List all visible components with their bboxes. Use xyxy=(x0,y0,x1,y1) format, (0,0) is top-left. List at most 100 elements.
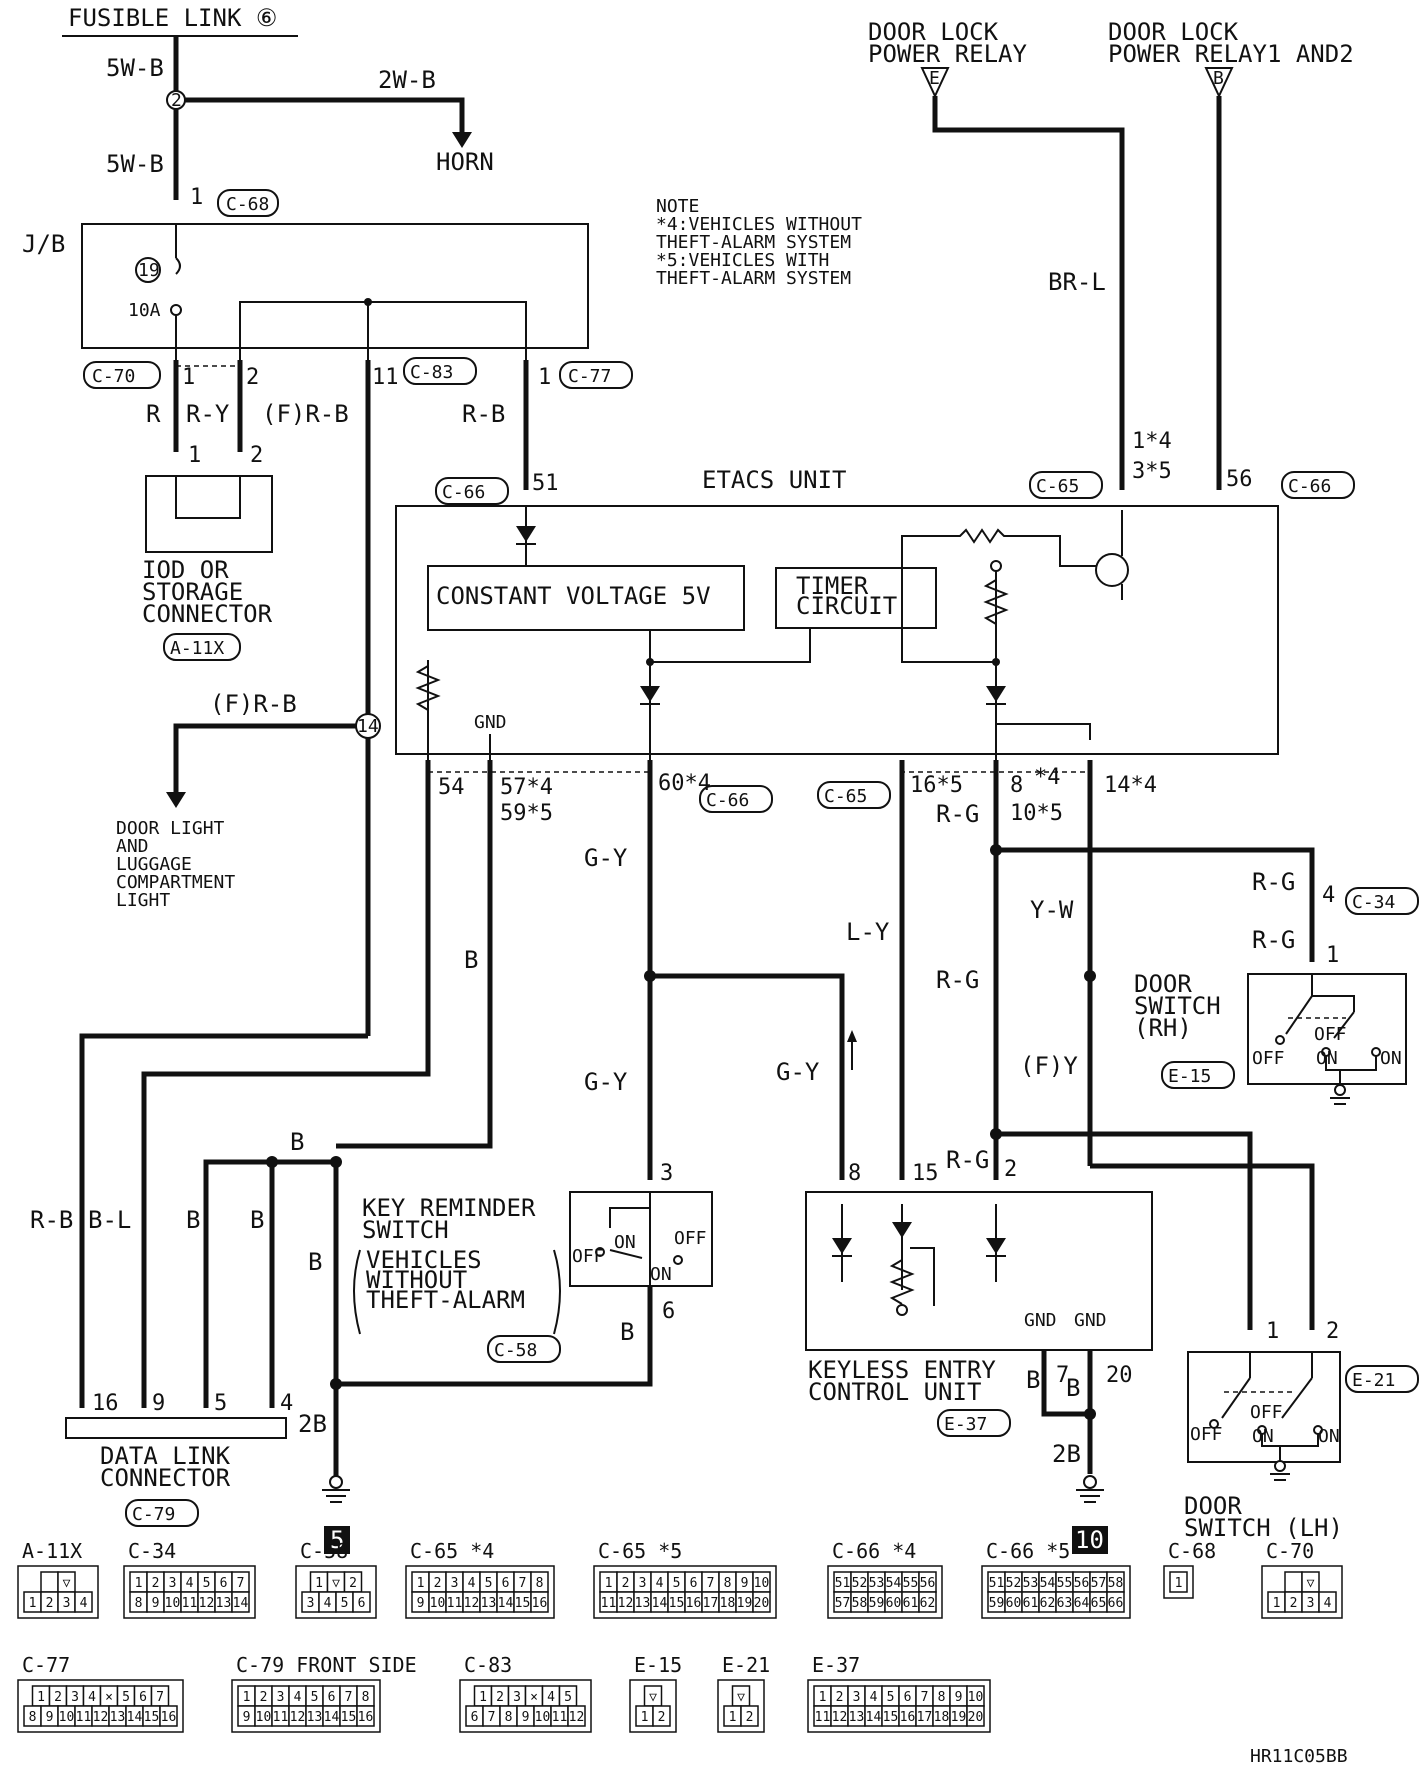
svg-text:7: 7 xyxy=(156,1690,164,1705)
svg-text:10: 10 xyxy=(754,1576,770,1591)
svg-text:7: 7 xyxy=(237,1576,245,1591)
svg-text:9: 9 xyxy=(417,1596,425,1611)
wire-b-net: B xyxy=(290,1128,304,1156)
svg-text:3: 3 xyxy=(451,1576,459,1591)
svg-text:12: 12 xyxy=(93,1710,109,1725)
svg-text:6: 6 xyxy=(904,1690,912,1705)
svg-text:3*5: 3*5 xyxy=(1132,459,1172,484)
svg-text:C-34: C-34 xyxy=(128,1539,176,1563)
svg-text:51: 51 xyxy=(835,1576,851,1591)
svg-text:54: 54 xyxy=(1040,1576,1056,1591)
svg-text:13: 13 xyxy=(216,1596,232,1611)
svg-text:C-65 *5: C-65 *5 xyxy=(598,1539,682,1563)
svg-text:1: 1 xyxy=(315,1576,323,1591)
svg-text:6: 6 xyxy=(502,1576,510,1591)
svg-text:4: 4 xyxy=(324,1596,332,1611)
svg-text:16: 16 xyxy=(686,1596,702,1611)
svg-text:10*5: 10*5 xyxy=(1010,801,1063,826)
svg-text:3: 3 xyxy=(307,1596,315,1611)
svg-text:19: 19 xyxy=(951,1710,967,1725)
svg-text:C-79 FRONT SIDE: C-79 FRONT SIDE xyxy=(236,1653,417,1677)
keyless-gnd-2: GND xyxy=(1074,1310,1107,1331)
wire-rg1: R-G xyxy=(936,800,979,828)
svg-text:16: 16 xyxy=(161,1710,177,1725)
wire-b-4: B xyxy=(250,1206,264,1234)
svg-text:59*5: 59*5 xyxy=(500,801,553,826)
wire-2b-right: 2B xyxy=(1052,1440,1081,1468)
svg-text:5: 5 xyxy=(203,1576,211,1591)
svg-text:9: 9 xyxy=(955,1690,963,1705)
svg-text:1: 1 xyxy=(182,365,195,390)
svg-text:9: 9 xyxy=(741,1576,749,1591)
wire-5wb-mid: 5W-B xyxy=(106,150,164,178)
svg-text:2: 2 xyxy=(434,1576,442,1591)
svg-text:10: 10 xyxy=(535,1710,551,1725)
svg-text:54: 54 xyxy=(886,1576,902,1591)
svg-text:62: 62 xyxy=(920,1596,936,1611)
svg-text:▽: ▽ xyxy=(1307,1576,1315,1591)
svg-text:C-66 *5: C-66 *5 xyxy=(986,1539,1070,1563)
svg-text:1: 1 xyxy=(1175,1576,1183,1591)
svg-text:14: 14 xyxy=(324,1710,340,1725)
svg-text:2: 2 xyxy=(496,1690,504,1705)
wire-rg2: R-G xyxy=(1252,868,1295,896)
svg-text:7: 7 xyxy=(345,1690,353,1705)
svg-text:2: 2 xyxy=(152,1576,160,1591)
svg-text:60: 60 xyxy=(1006,1596,1022,1611)
etacs-unit-box xyxy=(395,505,1279,755)
svg-text:5: 5 xyxy=(311,1690,319,1705)
svg-text:C-83: C-83 xyxy=(464,1653,512,1677)
c65-tag-top: C-65 xyxy=(1036,476,1079,497)
svg-text:59: 59 xyxy=(869,1596,885,1611)
keyless-gnd-1: GND xyxy=(1024,1310,1057,1331)
connector-e21-tag: E-21 xyxy=(1352,1370,1395,1391)
svg-text:13: 13 xyxy=(635,1596,651,1611)
svg-text:5: 5 xyxy=(485,1576,493,1591)
svg-text:52: 52 xyxy=(852,1576,868,1591)
svg-text:×: × xyxy=(105,1690,113,1705)
svg-text:15: 15 xyxy=(515,1596,531,1611)
iod-connector-box xyxy=(145,475,273,553)
wire-b-gnd: B xyxy=(308,1248,322,1276)
svg-text:8: 8 xyxy=(505,1710,513,1725)
svg-text:17: 17 xyxy=(703,1596,719,1611)
svg-text:16: 16 xyxy=(358,1710,374,1725)
svg-text:14: 14 xyxy=(652,1596,668,1611)
svg-text:7: 7 xyxy=(519,1576,527,1591)
svg-text:12: 12 xyxy=(618,1596,634,1611)
svg-text:5: 5 xyxy=(214,1391,227,1416)
svg-text:1: 1 xyxy=(1266,1319,1279,1344)
svg-text:5: 5 xyxy=(564,1690,572,1705)
svg-text:10: 10 xyxy=(1075,1526,1104,1554)
c66-tag-top: C-66 xyxy=(442,482,485,503)
svg-text:OFF: OFF xyxy=(572,1246,605,1267)
svg-text:20: 20 xyxy=(968,1710,984,1725)
svg-text:3: 3 xyxy=(277,1690,285,1705)
svg-text:4: 4 xyxy=(870,1690,878,1705)
svg-text:56: 56 xyxy=(1226,467,1253,492)
svg-text:11: 11 xyxy=(372,365,399,390)
svg-text:3: 3 xyxy=(660,1161,673,1186)
c66-tag-bottom: C-66 xyxy=(706,790,749,811)
connector-face-c-68: C-681 xyxy=(1163,1539,1216,1599)
svg-text:10: 10 xyxy=(59,1710,75,1725)
svg-text:ON: ON xyxy=(614,1232,636,1253)
note-title: NOTE xyxy=(656,196,699,217)
svg-text:65: 65 xyxy=(1091,1596,1107,1611)
svg-text:12: 12 xyxy=(290,1710,306,1725)
svg-text:20: 20 xyxy=(754,1596,770,1611)
svg-text:10: 10 xyxy=(256,1710,272,1725)
junction-block xyxy=(81,223,589,349)
ground-point-10 xyxy=(1072,1526,1108,1554)
wire-gy2: G-Y xyxy=(584,1068,628,1096)
svg-text:2: 2 xyxy=(658,1710,666,1725)
svg-text:54: 54 xyxy=(438,775,465,800)
